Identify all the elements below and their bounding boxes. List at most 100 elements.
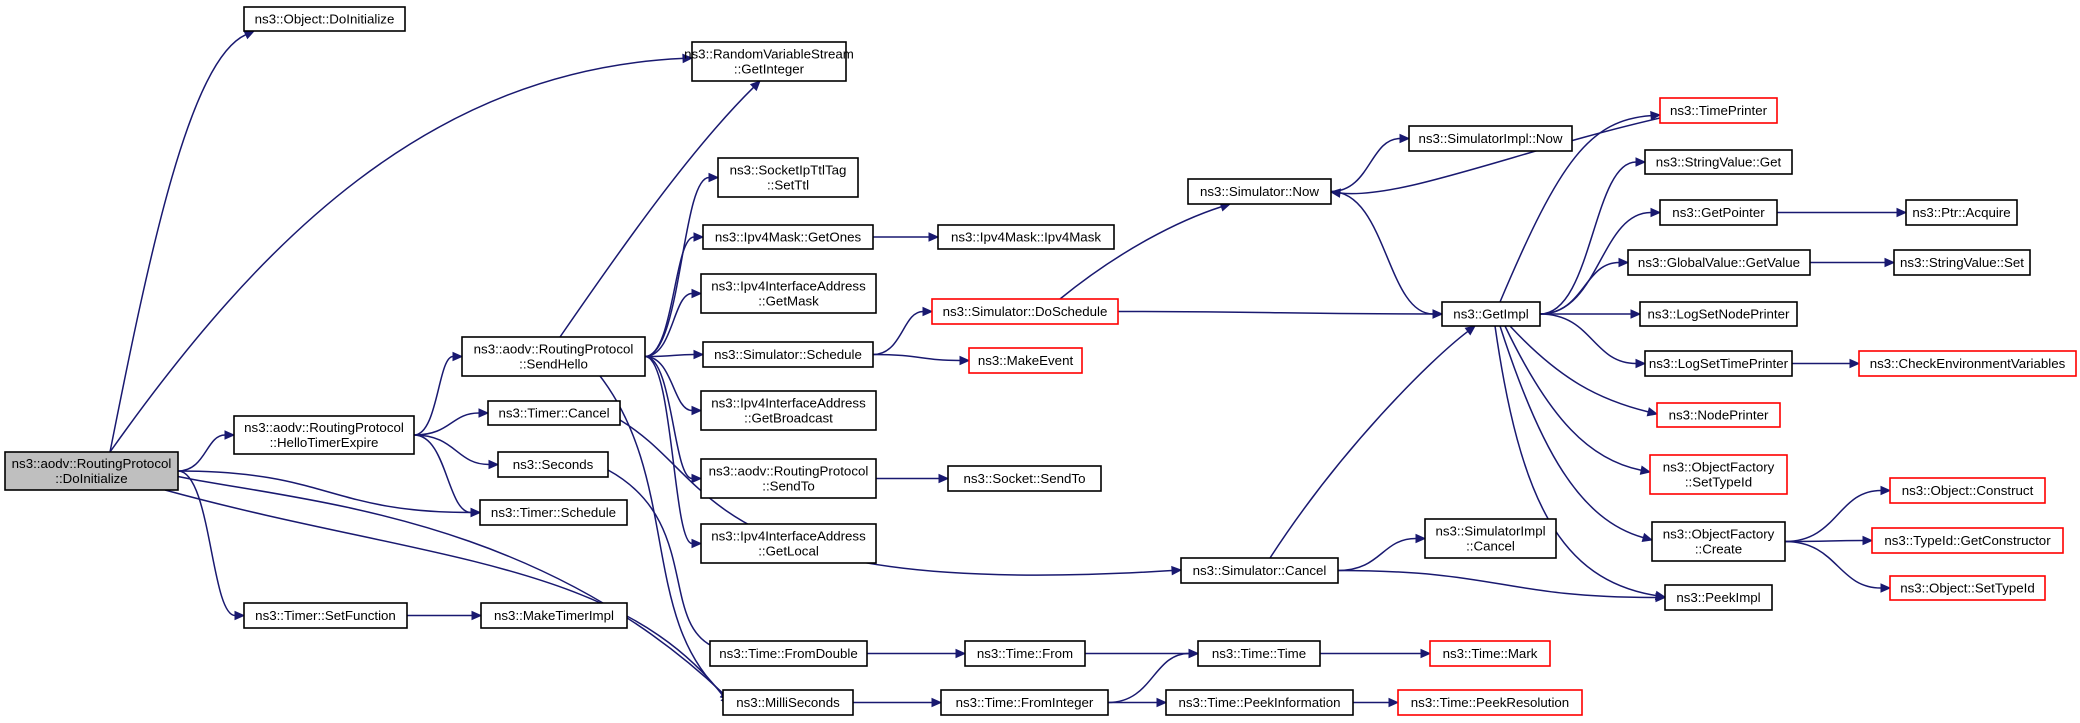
edge-line bbox=[1499, 325, 1644, 539]
node-of-settypeid[interactable]: ns3::ObjectFactory::SetTypeId bbox=[1649, 454, 1788, 495]
node-label: ns3::Ipv4InterfaceAddress bbox=[711, 529, 866, 544]
edge-line bbox=[1509, 325, 1649, 413]
edge-line bbox=[607, 469, 713, 647]
edge-line bbox=[644, 355, 693, 412]
node-of-create[interactable]: ns3::ObjectFactory::Create bbox=[1651, 521, 1786, 562]
edge-time_fromint-to-time_peekinfo bbox=[1108, 697, 1168, 708]
node-obj-construct[interactable]: ns3::Object::Construct bbox=[1889, 477, 2046, 504]
node-box bbox=[1644, 350, 1793, 377]
node-iface-mask[interactable]: ns3::Ipv4InterfaceAddress::GetMask bbox=[700, 273, 877, 314]
node-strval-get[interactable]: ns3::StringValue::Get bbox=[1644, 149, 1793, 175]
node-sim-schedule[interactable]: ns3::Simulator::Schedule bbox=[702, 341, 874, 368]
node-sim-now[interactable]: ns3::Simulator::Now bbox=[1187, 178, 1332, 205]
node-iface-local[interactable]: ns3::Ipv4InterfaceAddress::GetLocal bbox=[700, 523, 877, 564]
node-millis[interactable]: ns3::MilliSeconds bbox=[722, 689, 854, 716]
edge-getimpl-to-of_create bbox=[1499, 325, 1654, 543]
node-send-hello[interactable]: ns3::aodv::RoutingProtocol::SendHello bbox=[461, 336, 646, 377]
node-label: ns3::GetImpl bbox=[1453, 307, 1528, 322]
node-box bbox=[931, 298, 1119, 325]
edge-arrowhead bbox=[1650, 110, 1662, 121]
node-label: ns3::Timer::Schedule bbox=[491, 505, 616, 520]
node-rvs-getint[interactable]: ns3::RandomVariableStream::GetInteger bbox=[684, 41, 854, 82]
node-rp-sendto[interactable]: ns3::aodv::RoutingProtocol::SendTo bbox=[700, 458, 877, 499]
edge-timer_setfunc-to-make_timer_impl bbox=[407, 610, 483, 621]
node-sock-ttl[interactable]: ns3::SocketIpTtlTag::SetTtl bbox=[717, 157, 859, 198]
node-label: ns3::aodv::RoutingProtocol bbox=[244, 420, 404, 435]
node-typeid-getctor[interactable]: ns3::TypeId::GetConstructor bbox=[1871, 527, 2064, 554]
node-sim-cancel[interactable]: ns3::Simulator::Cancel bbox=[1180, 557, 1339, 584]
edge-line bbox=[413, 412, 480, 436]
edge-arrowhead bbox=[1654, 590, 1667, 601]
edge-arrowhead bbox=[1399, 133, 1411, 144]
edge-send_hello-to-rp_sendto bbox=[644, 355, 703, 484]
node-hello-timer[interactable]: ns3::aodv::RoutingProtocol::HelloTimerEx… bbox=[233, 415, 415, 455]
node-mask-ones[interactable]: ns3::Ipv4Mask::GetOnes bbox=[702, 224, 874, 250]
node-obj-settypeid[interactable]: ns3::Object::SetTypeId bbox=[1889, 575, 2046, 601]
node-time-peekres[interactable]: ns3::Time::PeekResolution bbox=[1397, 689, 1583, 716]
edge-time_fromint-to-time_time bbox=[1107, 648, 1200, 704]
edge-line bbox=[1337, 537, 1417, 572]
node-socket-sendto[interactable]: ns3::Socket::SendTo bbox=[947, 465, 1102, 492]
node-time-mark[interactable]: ns3::Time::Mark bbox=[1429, 640, 1551, 667]
node-log-nodeprinter[interactable]: ns3::LogSetNodePrinter bbox=[1639, 301, 1798, 327]
node-strval-set[interactable]: ns3::StringValue::Set bbox=[1893, 249, 2031, 276]
node-mask-ctor[interactable]: ns3::Ipv4Mask::Ipv4Mask bbox=[937, 224, 1115, 250]
node-peekimpl[interactable]: ns3::PeekImpl bbox=[1664, 584, 1773, 611]
node-label: ::GetMask bbox=[758, 294, 819, 309]
edge-send_hello-to-mask_ones bbox=[644, 232, 705, 358]
node-getimpl[interactable]: ns3::GetImpl bbox=[1441, 301, 1541, 327]
edge-line bbox=[1539, 261, 1620, 315]
node-box bbox=[1627, 249, 1811, 276]
edge-arrowhead bbox=[682, 53, 694, 64]
node-sim-doschedule[interactable]: ns3::Simulator::DoSchedule bbox=[931, 298, 1119, 325]
node-timer-schedule[interactable]: ns3::Timer::Schedule bbox=[479, 499, 628, 526]
node-timer-cancel[interactable]: ns3::Timer::Cancel bbox=[487, 400, 621, 426]
node-check-env[interactable]: ns3::CheckEnvironmentVariables bbox=[1858, 350, 2077, 377]
node-time-fromint[interactable]: ns3::Time::FromInteger bbox=[940, 689, 1109, 716]
node-obj-doinit[interactable]: ns3::Object::DoInitialize bbox=[243, 6, 406, 32]
node-time-fromdouble[interactable]: ns3::Time::FromDouble bbox=[709, 640, 868, 667]
node-box bbox=[4, 451, 179, 491]
node-time-from[interactable]: ns3::Time::From bbox=[964, 640, 1086, 667]
node-box bbox=[243, 602, 408, 629]
node-label: ns3::Simulator::Now bbox=[1200, 184, 1319, 199]
edge-getimpl-to-log_nodeprinter bbox=[1540, 309, 1642, 319]
node-nodeprinter[interactable]: ns3::NodePrinter bbox=[1656, 402, 1781, 428]
node-gv-getvalue[interactable]: ns3::GlobalValue::GetValue bbox=[1627, 249, 1811, 276]
node-label: ns3::MakeTimerImpl bbox=[494, 608, 614, 623]
edge-arrowhead bbox=[224, 430, 236, 440]
node-box bbox=[1893, 249, 2031, 276]
node-box bbox=[722, 689, 854, 716]
node-log-timeprinter[interactable]: ns3::LogSetTimePrinter bbox=[1644, 350, 1793, 377]
node-label: ns3::aodv::RoutingProtocol bbox=[474, 342, 634, 357]
edge-arrowhead bbox=[478, 408, 490, 418]
edge-arrowhead bbox=[749, 80, 761, 92]
edge-line bbox=[559, 86, 755, 338]
node-getpointer[interactable]: ns3::GetPointer bbox=[1659, 199, 1778, 226]
edge-arrowhead bbox=[1635, 157, 1647, 167]
node-label: ns3::Time::PeekInformation bbox=[1178, 695, 1340, 710]
node-label: ns3::MilliSeconds bbox=[736, 695, 840, 710]
edge-arrowhead bbox=[1646, 407, 1659, 417]
edge-getpointer-to-ptr_acquire bbox=[1777, 207, 1908, 218]
node-label: ns3::RandomVariableStream bbox=[684, 47, 854, 62]
node-ptr-acquire[interactable]: ns3::Ptr::Acquire bbox=[1905, 199, 2018, 226]
node-timer-setfunc[interactable]: ns3::Timer::SetFunction bbox=[243, 602, 408, 629]
edge-arrowhead bbox=[1880, 485, 1892, 496]
node-make-event[interactable]: ns3::MakeEvent bbox=[968, 347, 1083, 374]
edge-arrowhead bbox=[928, 232, 940, 242]
node-time-peekinfo[interactable]: ns3::Time::PeekInformation bbox=[1165, 689, 1354, 716]
node-label: ns3::Object::Construct bbox=[1902, 483, 2034, 498]
node-iface-bcast[interactable]: ns3::Ipv4InterfaceAddress::GetBroadcast bbox=[700, 390, 877, 431]
node-seconds[interactable]: ns3::Seconds bbox=[497, 451, 609, 478]
node-box bbox=[480, 602, 628, 629]
node-make-timer-impl[interactable]: ns3::MakeTimerImpl bbox=[480, 602, 628, 629]
node-timeprinter[interactable]: ns3::TimePrinter bbox=[1659, 97, 1778, 124]
edge-line bbox=[1107, 652, 1190, 704]
node-label: ns3::Ipv4Mask::GetOnes bbox=[715, 230, 862, 245]
edge-arrowhead bbox=[1862, 535, 1874, 546]
node-label: ns3::StringValue::Set bbox=[1900, 255, 2024, 270]
node-time-time[interactable]: ns3::Time::Time bbox=[1197, 640, 1321, 667]
node-simimpl-now[interactable]: ns3::SimulatorImpl::Now bbox=[1408, 125, 1573, 152]
node-simimpl-cancel[interactable]: ns3::SimulatorImpl::Cancel bbox=[1424, 518, 1557, 559]
